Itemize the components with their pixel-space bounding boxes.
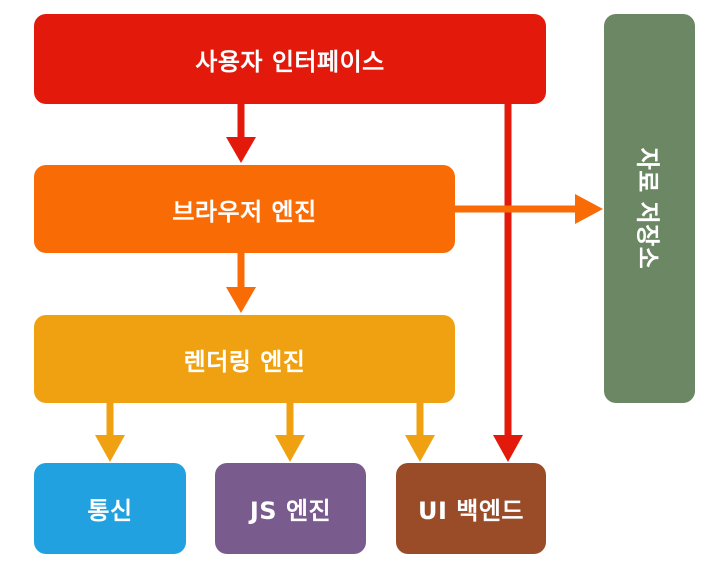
arrow-browser-engine-to-rendering-engine (226, 253, 256, 313)
data-storage-label: 자료 저장소 (633, 147, 662, 270)
arrow-browser-engine-to-data-storage (455, 194, 603, 224)
browser-engine-box: 브라우저 엔진 (34, 165, 455, 253)
user-interface-box: 사용자 인터페이스 (34, 14, 546, 104)
js-engine-box: JS 엔진 (215, 463, 366, 554)
data-storage-box: 자료 저장소 (604, 14, 695, 403)
arrow-ui-to-ui-backend (493, 104, 523, 462)
js-engine-label: JS 엔진 (249, 497, 332, 525)
arrow-rendering-engine-to-ui-backend (405, 403, 435, 462)
arrow-rendering-engine-to-js-engine (275, 403, 305, 462)
browser-engine-label: 브라우저 엔진 (172, 197, 317, 226)
arrow-ui-to-browser-engine (226, 104, 256, 163)
rendering-engine-label: 렌더링 엔진 (183, 347, 306, 376)
rendering-engine-box: 렌더링 엔진 (34, 315, 455, 403)
ui-backend-label: UI 백엔드 (417, 497, 524, 525)
arrow-rendering-engine-to-networking (95, 403, 125, 462)
user-interface-label: 사용자 인터페이스 (195, 47, 385, 76)
ui-backend-box: UI 백엔드 (396, 463, 546, 554)
networking-box: 통신 (34, 463, 186, 554)
networking-label: 통신 (87, 497, 133, 525)
